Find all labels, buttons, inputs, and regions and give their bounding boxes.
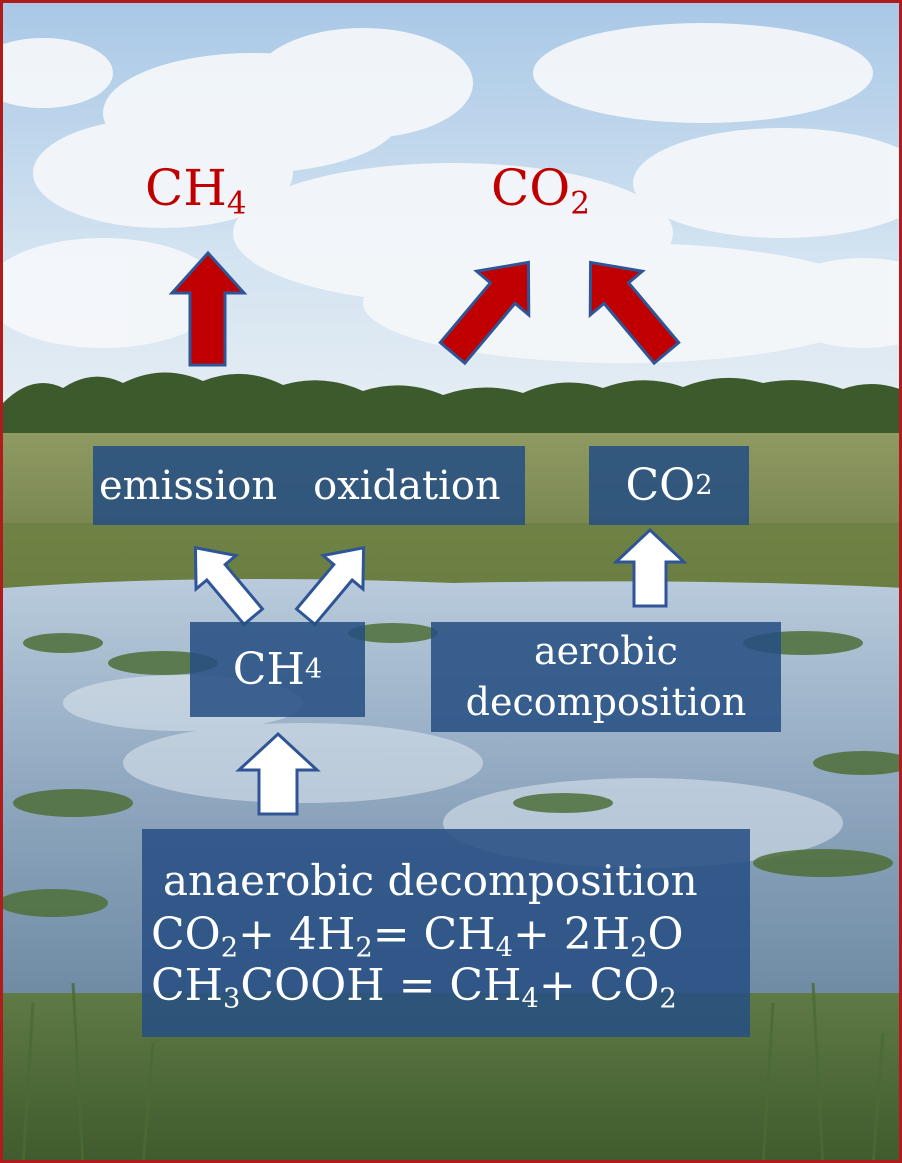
emission-pathway-arrow xyxy=(193,545,265,627)
emission-oxidation-box: emission oxidation xyxy=(93,446,525,525)
aerobic-to-co2-arrow xyxy=(612,527,688,608)
carbon-dioxide-emitted-label: CO2 xyxy=(491,159,590,222)
anaerobic-decomposition-box: anaerobic decomposition CO2 + 4H2 = CH4 … xyxy=(142,829,750,1037)
oxidation-co2-arrow xyxy=(438,260,531,366)
aerobic-co2-arrow xyxy=(588,260,681,366)
oxidation-pathway-arrow xyxy=(294,545,366,627)
methane-emitted-label: CH4 xyxy=(145,159,247,222)
oxidation-label: oxidation xyxy=(313,462,501,509)
aerobic-decomposition-box: aerobic decomposition xyxy=(431,622,781,732)
aerobic-line1: aerobic xyxy=(534,628,678,673)
anaerobic-to-methane-arrow xyxy=(235,731,321,816)
aerobic-line2: decomposition xyxy=(465,680,747,724)
emission-label: emission xyxy=(99,462,278,509)
methane-emission-arrow xyxy=(168,250,248,367)
anaerobic-heading: anaerobic decomposition xyxy=(163,855,698,905)
acetoclastic-equation: CH3COOH = CH4 + CO2 xyxy=(151,959,677,1015)
hydrogenotrophic-equation: CO2 + 4H2 = CH4 + 2H2O xyxy=(151,908,684,964)
